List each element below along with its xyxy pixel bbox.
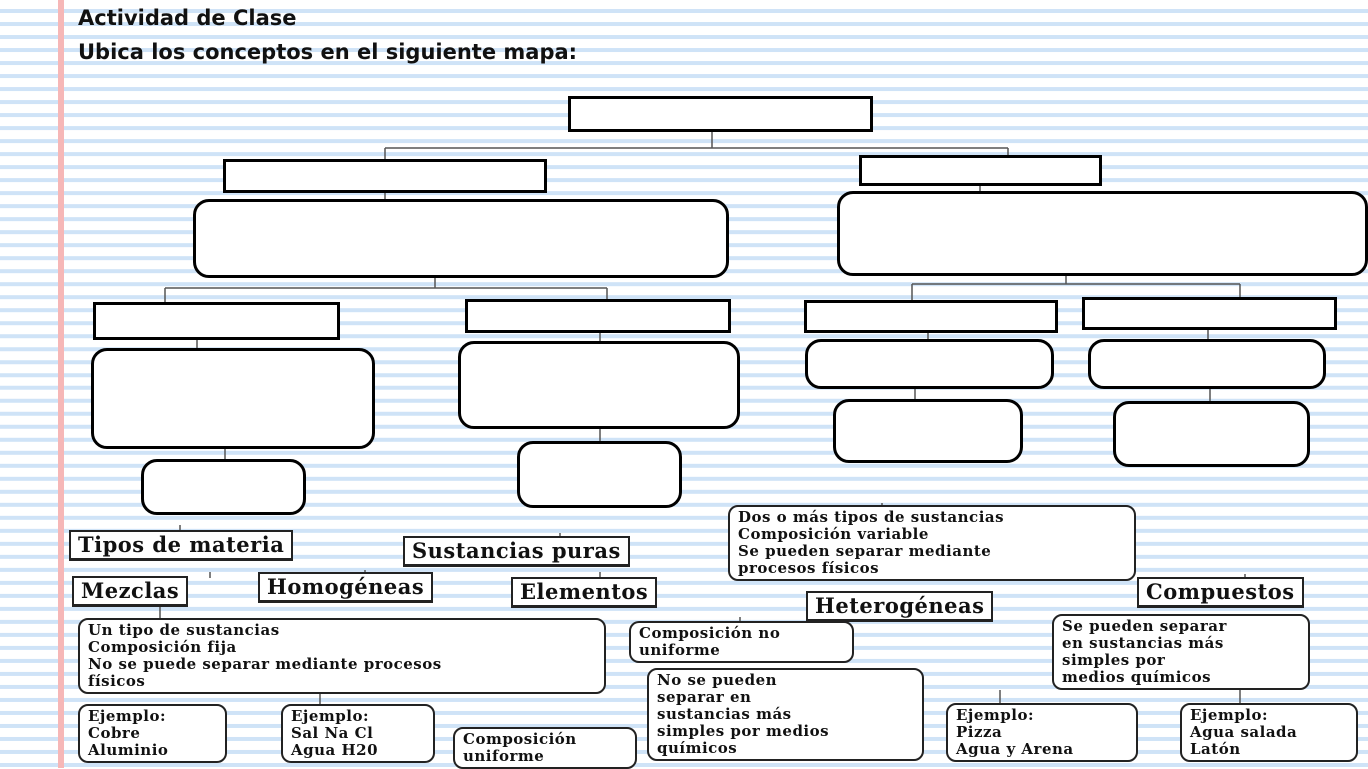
- card-text-line: No se puede separar mediante procesos: [88, 655, 442, 673]
- card-mezcla-descripcion[interactable]: Dos o más tipos de sustancias Composició…: [728, 505, 1136, 581]
- map-box-example-3[interactable]: [833, 399, 1023, 463]
- map-box-left-description[interactable]: [193, 199, 729, 278]
- card-text-line: simples por medios: [657, 722, 830, 740]
- card-text-line: Composición no: [639, 624, 781, 642]
- map-box-level4-3[interactable]: [805, 339, 1054, 389]
- map-box-right-description[interactable]: [837, 191, 1368, 276]
- card-compuestos-descripcion[interactable]: Se pueden separar en sustancias más simp…: [1052, 614, 1310, 690]
- card-text-line: Ejemplo:: [1190, 706, 1269, 724]
- map-box-level4-1[interactable]: [91, 348, 375, 449]
- card-text-line: medios químicos: [1062, 668, 1212, 686]
- card-text-line: Cobre: [88, 724, 141, 742]
- card-ejemplo-elementos[interactable]: Ejemplo: Cobre Aluminio: [78, 704, 227, 763]
- map-box-level4-4[interactable]: [1088, 339, 1326, 389]
- map-box-level3-3[interactable]: [804, 300, 1058, 333]
- card-text-line: Ejemplo:: [88, 707, 167, 725]
- card-tipos-de-materia[interactable]: Tipos de materia: [69, 530, 294, 561]
- notebook-margin-line: [58, 0, 64, 768]
- card-text-line: uniforme: [639, 641, 721, 659]
- activity-title: Actividad de Clase: [78, 6, 297, 30]
- card-text-line: Agua salada: [1190, 723, 1298, 741]
- card-text-line: Un tipo de sustancias: [88, 621, 280, 639]
- card-ejemplo-homogeneas[interactable]: Ejemplo: Agua salada Latón: [1180, 703, 1358, 762]
- card-text-line: físicos: [88, 672, 146, 690]
- card-text-line: Composición: [463, 730, 577, 748]
- card-sustancia-pura-descripcion[interactable]: Un tipo de sustancias Composición fija N…: [78, 618, 606, 694]
- card-composicion-no-uniforme[interactable]: Composición no uniforme: [629, 621, 854, 663]
- map-box-right-title[interactable]: [859, 155, 1102, 186]
- card-text-line: Agua H20: [291, 741, 379, 759]
- card-text-line: Latón: [1190, 740, 1241, 758]
- map-box-example-1[interactable]: [141, 459, 306, 515]
- card-text-line: separar en: [657, 688, 752, 706]
- map-box-example-2[interactable]: [517, 441, 682, 508]
- card-mezclas[interactable]: Mezclas: [72, 576, 189, 607]
- card-text-line: procesos físicos: [738, 559, 880, 577]
- map-box-left-title[interactable]: [223, 159, 547, 193]
- card-text-line: simples por: [1062, 651, 1166, 669]
- map-box-root[interactable]: [568, 96, 873, 132]
- card-text-line: Aluminio: [88, 741, 169, 759]
- card-text-line: sustancias más: [657, 705, 792, 723]
- map-box-example-4[interactable]: [1113, 401, 1310, 467]
- card-ejemplo-compuestos[interactable]: Ejemplo: Sal Na Cl Agua H20: [281, 704, 435, 763]
- card-ejemplo-heterogeneas[interactable]: Ejemplo: Pizza Agua y Arena: [946, 703, 1138, 762]
- card-text-line: Se pueden separar mediante: [738, 542, 992, 560]
- map-box-level3-2[interactable]: [465, 299, 731, 333]
- activity-instruction: Ubica los conceptos en el siguiente mapa…: [78, 40, 578, 64]
- card-homogeneas[interactable]: Homogéneas: [258, 572, 434, 603]
- card-composicion-uniforme[interactable]: Composición uniforme: [453, 727, 637, 769]
- card-text-line: Ejemplo:: [956, 706, 1035, 724]
- card-text-line: Dos o más tipos de sustancias: [738, 508, 1005, 526]
- card-text-line: Ejemplo:: [291, 707, 370, 725]
- card-sustancias-puras[interactable]: Sustancias puras: [403, 536, 630, 567]
- card-elementos-descripcion[interactable]: No se pueden separar en sustancias más s…: [647, 668, 924, 761]
- card-elementos[interactable]: Elementos: [511, 577, 658, 608]
- card-text-line: Se pueden separar: [1062, 617, 1227, 635]
- card-text-line: en sustancias más: [1062, 634, 1224, 652]
- card-text-line: Composición fija: [88, 638, 237, 656]
- card-heterogeneas[interactable]: Heterogéneas: [806, 591, 994, 622]
- card-text-line: Agua y Arena: [956, 740, 1074, 758]
- card-text-line: No se pueden: [657, 671, 778, 689]
- card-text-line: Pizza: [956, 723, 1003, 741]
- map-box-level4-2[interactable]: [458, 341, 740, 429]
- card-compuestos[interactable]: Compuestos: [1137, 577, 1304, 608]
- map-box-level3-1[interactable]: [93, 302, 340, 340]
- card-text-line: uniforme: [463, 747, 545, 765]
- card-text-line: químicos: [657, 739, 738, 757]
- card-text-line: Sal Na Cl: [291, 724, 374, 742]
- map-box-level3-4[interactable]: [1082, 297, 1337, 330]
- card-text-line: Composición variable: [738, 525, 929, 543]
